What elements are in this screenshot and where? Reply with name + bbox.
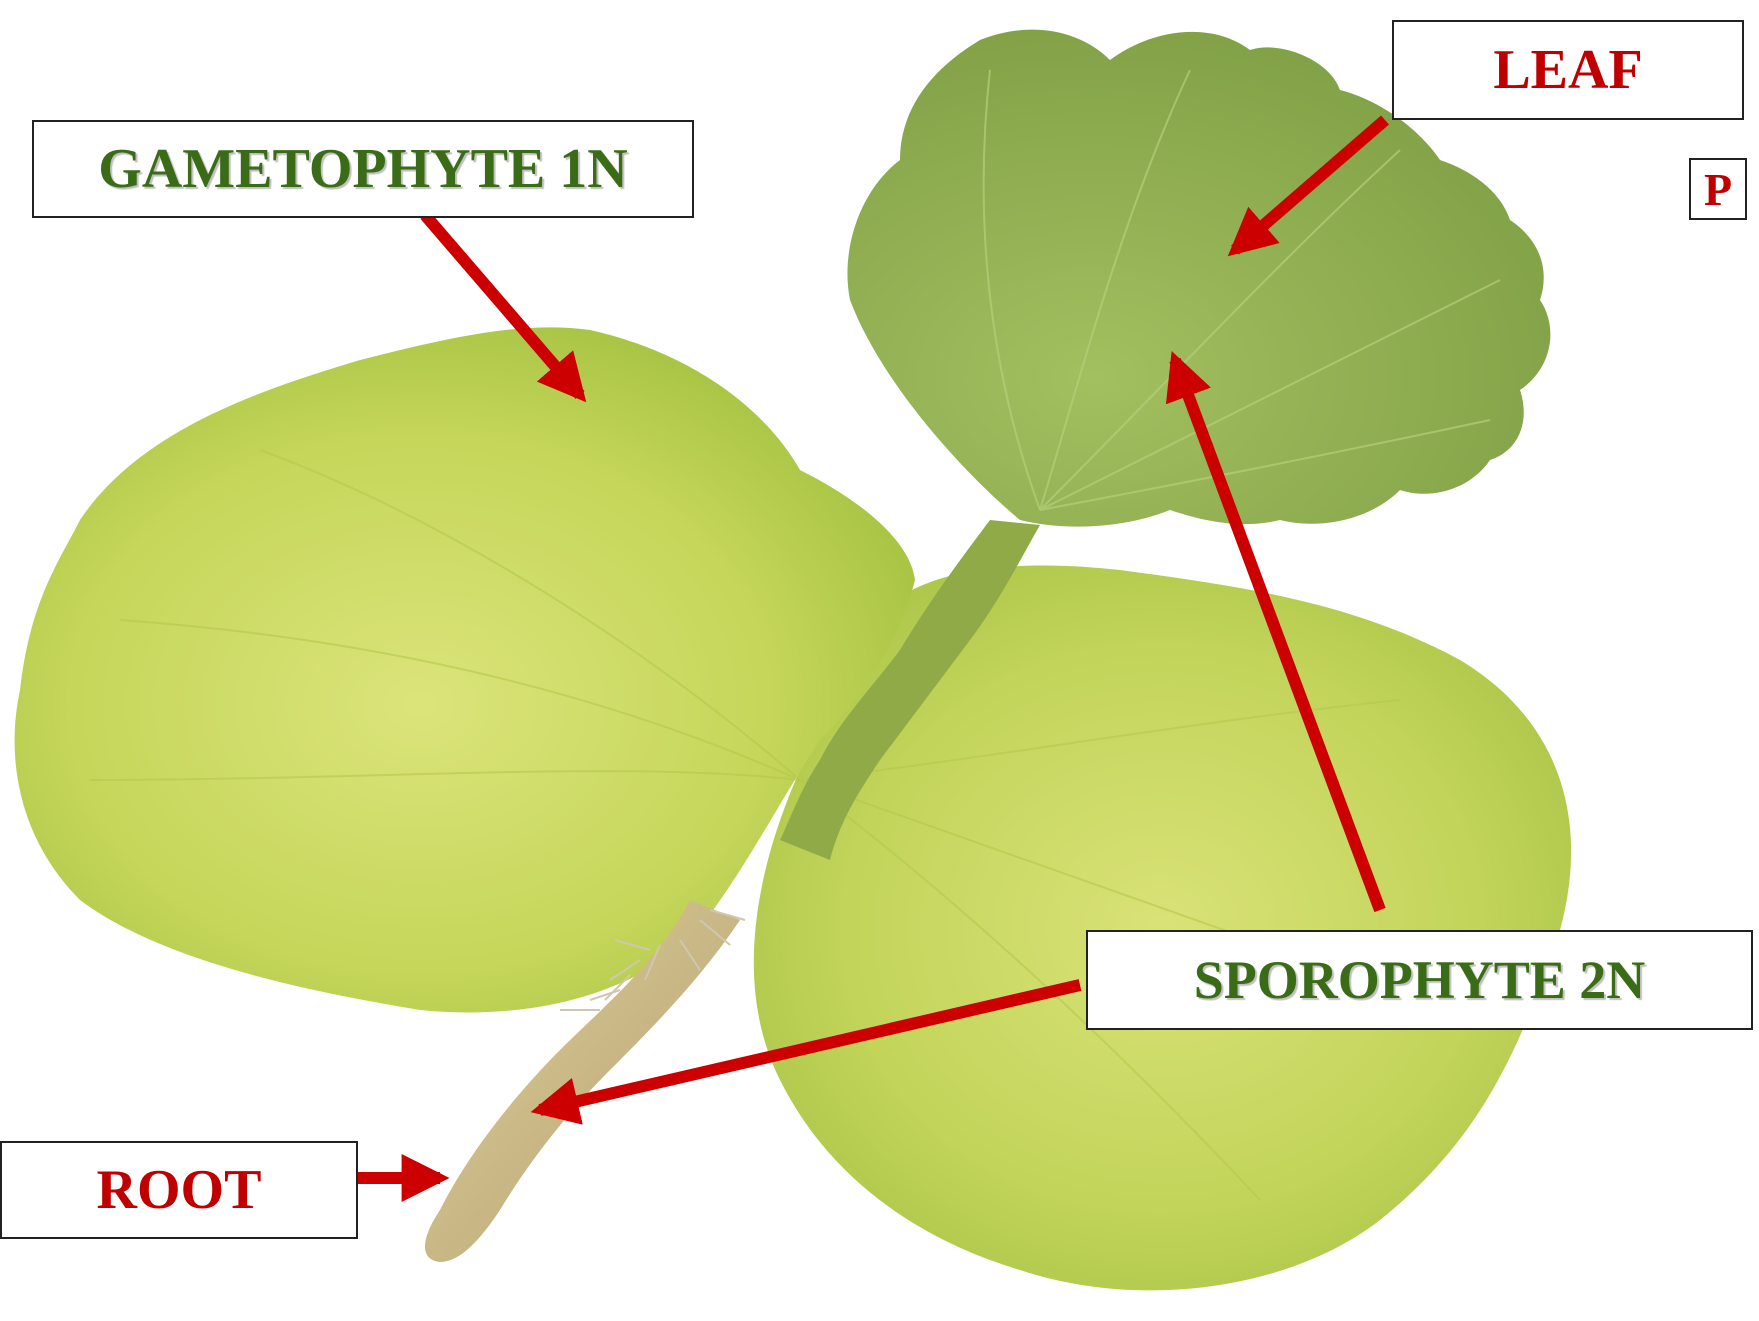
corner-label: P: [1689, 158, 1747, 220]
sporophyte-label-text: SPOROPHYTE 2N: [1194, 949, 1646, 1011]
leaf-label-text: LEAF: [1493, 38, 1642, 102]
root-label: ROOT: [0, 1141, 358, 1239]
corner-label-text: P: [1704, 163, 1732, 216]
gametophyte-label: GAMETOPHYTE 1N: [32, 120, 694, 218]
root-label-text: ROOT: [97, 1158, 262, 1222]
gametophyte-right-lobe: [754, 565, 1571, 1290]
leaf-label: LEAF: [1392, 20, 1744, 120]
sporophyte-label: SPOROPHYTE 2N: [1086, 930, 1753, 1030]
gametophyte-label-text: GAMETOPHYTE 1N: [98, 137, 627, 201]
